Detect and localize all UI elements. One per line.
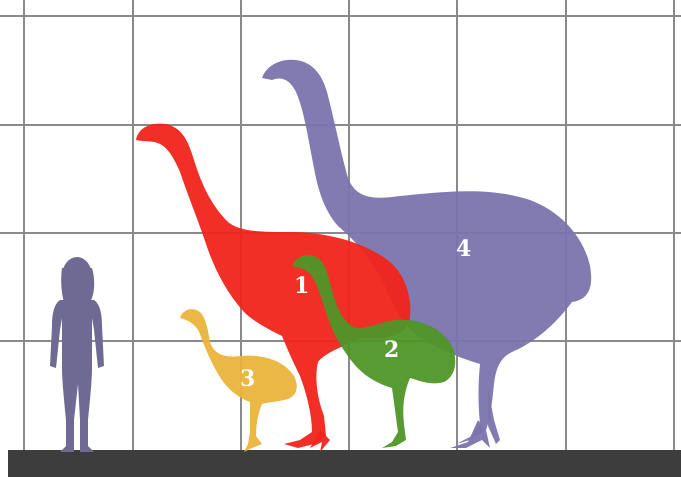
bird-2-label: 2 [384, 337, 399, 363]
bird-1-label: 1 [294, 273, 309, 299]
human-silhouette [50, 257, 104, 452]
bird-4-label: 4 [456, 236, 471, 262]
bird-1-silhouette [136, 124, 410, 452]
bird-3-label: 3 [240, 366, 255, 392]
ground-bar [8, 450, 681, 477]
